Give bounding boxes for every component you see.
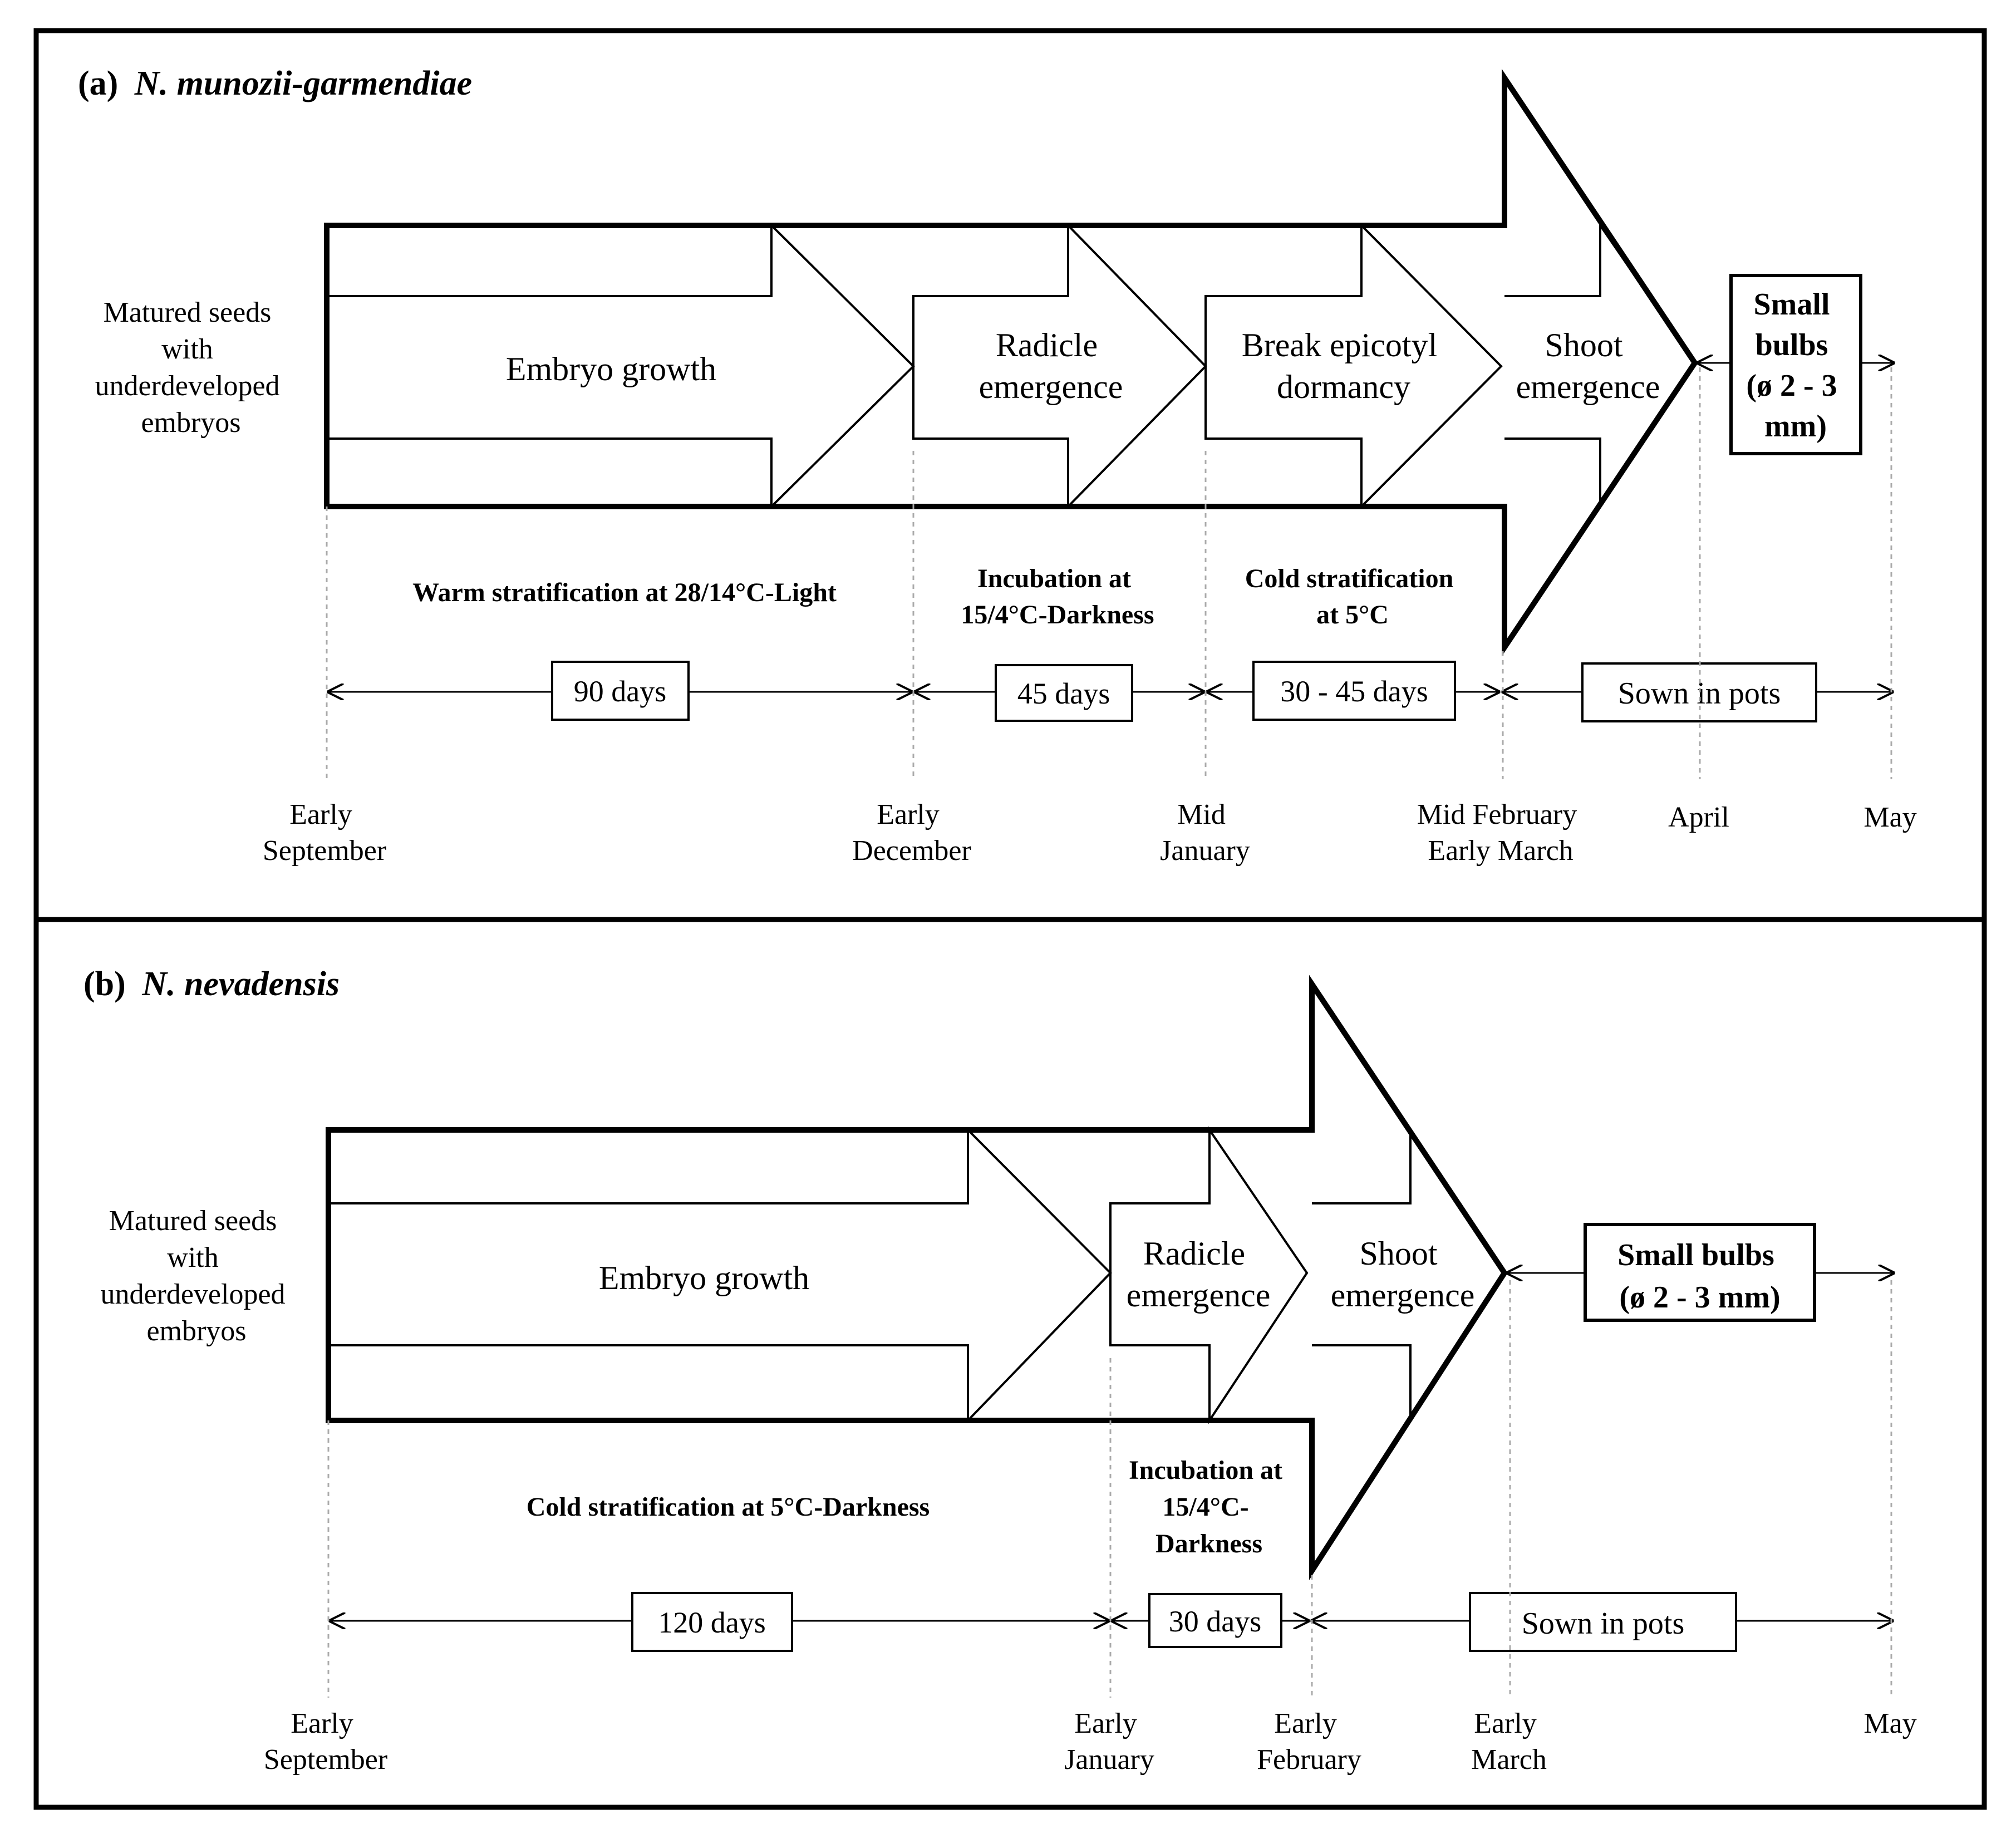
panel-a-duration-box-1 [551, 661, 690, 721]
panel-b-frame [33, 917, 1987, 1810]
panel-a-duration-3: 30 - 45 days [1280, 675, 1428, 708]
panel-a-timepoint-may: May [1863, 802, 1916, 833]
panel-b-result-box [1584, 1223, 1816, 1322]
panel-b-timepoint-guides [327, 1280, 1892, 1698]
panel-b-stage-shoot-label: Shoot emergence [1331, 1235, 1475, 1314]
panel-a-result-box [1729, 274, 1862, 455]
panel-a-stage-radicle-label: Radicle emergence [979, 327, 1123, 405]
panel-a-species: N. munozii-garmendiae [134, 65, 472, 102]
panel-b-timepoint-early-september: Early September [264, 1708, 387, 1776]
panel-a-duration-1: 90 days [574, 675, 666, 708]
panel-a-timepoint-early-december: Early December [852, 799, 971, 867]
panel-a-stage-radicle-arrow [912, 223, 1207, 509]
panel-a-condition-cold: Cold stratification at 5°C [1245, 564, 1461, 630]
panel-b-duration-box-3 [1469, 1592, 1737, 1652]
panel-a-stage-shoot-label: Shoot emergence [1516, 327, 1660, 405]
panel-b-duration-box-2 [1148, 1593, 1282, 1648]
panel-a: (a) N. munozii-garmendiae Matured seeds … [33, 28, 1987, 922]
panel-a-timepoint-april: April [1668, 802, 1729, 833]
panel-b-stage-radicle-label: Radicle emergence [1127, 1235, 1271, 1314]
panel-b-stage-shoot-arrow [1312, 1126, 1506, 1424]
panel-a-duration-box-2 [995, 664, 1133, 722]
panel-b-timepoint-early-january: Early January [1064, 1708, 1154, 1776]
panel-b-stage-radicle-arrow [1109, 1126, 1309, 1424]
panel-b-title: (b) N. nevadensis [83, 965, 340, 1003]
panel-a-condition-warm: Warm stratification at 28/14°C-Light [412, 578, 837, 607]
panel-a-duration-box-3 [1252, 661, 1456, 721]
panel-a-stage-epicotyl-label: Break epicotyl dormancy [1242, 327, 1446, 405]
panel-a-timepoint-mid-feb-early-march: Mid February Early March [1417, 799, 1584, 867]
panel-b-process-arrow [326, 975, 1508, 1580]
panel-b-condition-cold: Cold stratification at 5°C-Darkness [527, 1492, 930, 1522]
panel-b-timepoint-may: May [1863, 1708, 1916, 1739]
panel-a-timepoint-mid-january: Mid January [1160, 799, 1250, 867]
panel-b-result-label: Small bulbs (ø 2 - 3 mm) [1617, 1238, 1782, 1315]
panel-a-stage-embryo-growth-label: Embryo growth [506, 351, 716, 387]
panel-b-timepoint-early-february: Early February [1257, 1708, 1361, 1776]
panel-a-intro-text: Matured seeds with underdeveloped embryo… [95, 297, 287, 439]
panel-b-duration-box-1 [631, 1592, 793, 1652]
panel-a-timepoint-early-september: Early September [263, 799, 386, 867]
panel-b-duration-3: Sown in pots [1522, 1606, 1685, 1641]
panel-a-title: (a) N. munozii-garmendiae [78, 65, 472, 102]
panel-a-condition-incubation: Incubation at 15/4°C-Darkness [961, 564, 1154, 630]
panel-b-label: (b) [83, 965, 126, 1003]
panel-a-result-label: Small bulbs (ø 2 - 3 mm) [1746, 287, 1845, 444]
panel-b-duration-1: 120 days [658, 1606, 765, 1639]
panel-b-intro-text: Matured seeds with underdeveloped embryo… [100, 1205, 292, 1347]
panel-b-species: N. nevadensis [141, 965, 340, 1003]
panel-b-timepoint-early-march: Early March [1471, 1708, 1547, 1776]
panel-b: (b) N. nevadensis Matured seeds with und… [33, 917, 1987, 1810]
panel-a-stage-epicotyl-arrow [1204, 223, 1503, 509]
panel-a-label: (a) [78, 65, 118, 102]
panel-a-duration-2: 45 days [1017, 677, 1110, 710]
panel-a-stage-shoot-arrow [1504, 222, 1697, 510]
panel-b-condition-incubation: Incubation at 15/4°C- Darkness [1129, 1456, 1289, 1558]
panel-b-duration-2: 30 days [1169, 1605, 1261, 1638]
panel-b-stage-embryo-growth-label: Embryo growth [599, 1260, 809, 1296]
panel-a-timepoint-guides [326, 367, 1892, 779]
